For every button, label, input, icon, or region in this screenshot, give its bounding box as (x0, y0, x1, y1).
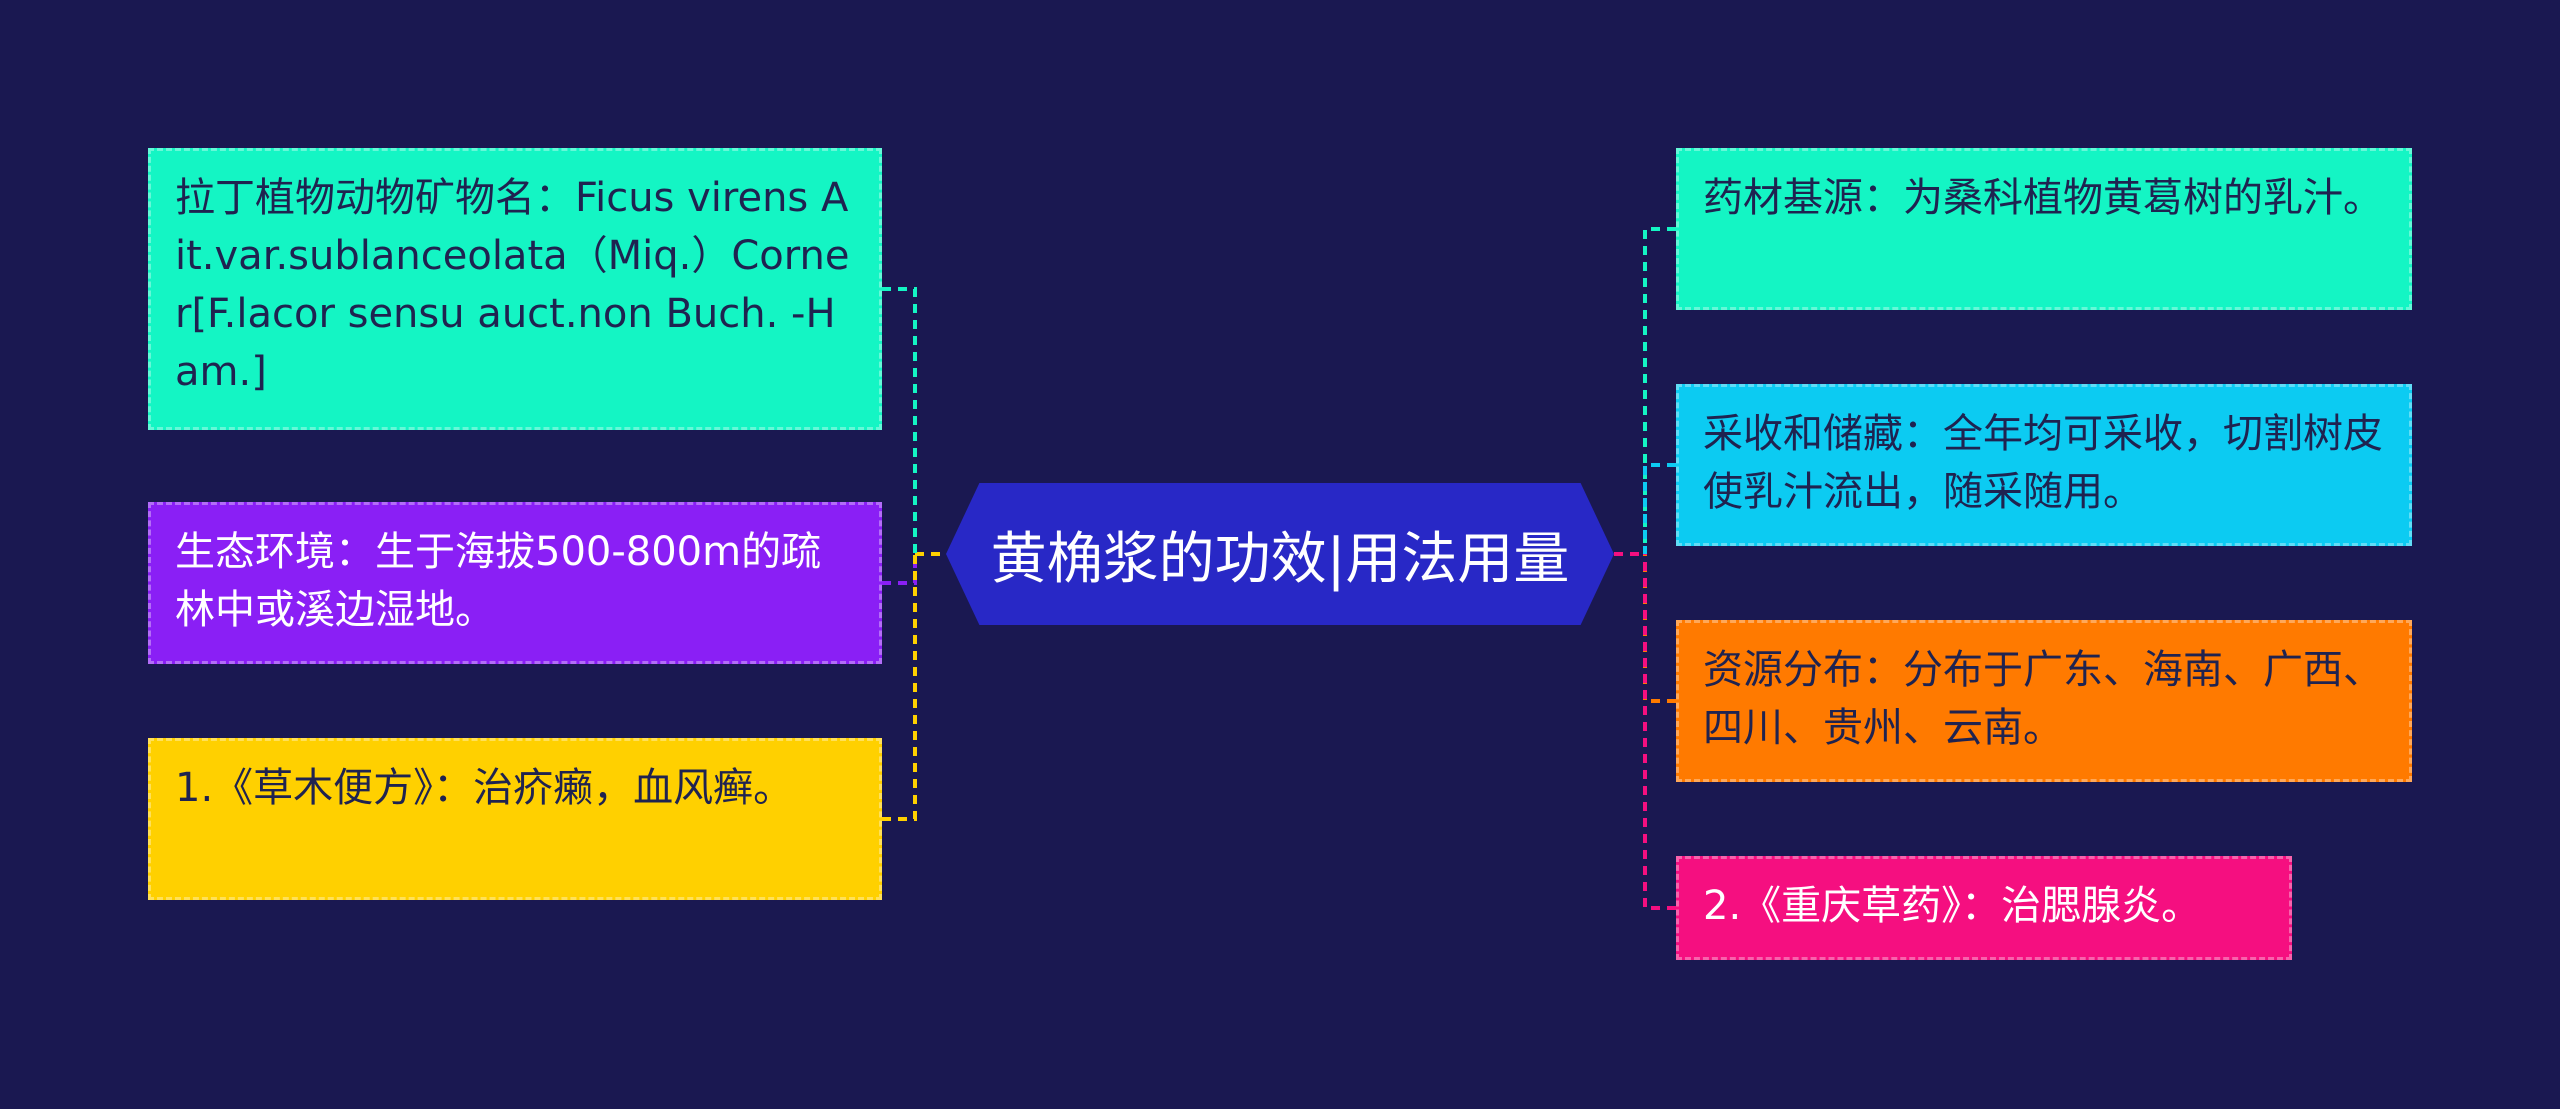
right-node-source[interactable]: 药材基源：为桑科植物黄葛树的乳汁。 (1676, 148, 2412, 310)
right-node-distribution-text: 资源分布：分布于广东、海南、广西、四川、贵州、云南。 (1703, 647, 2383, 751)
left-node-habitat-text: 生态环境：生于海拔500-800m的疏林中或溪边湿地。 (175, 529, 822, 633)
right-node-source-text: 药材基源：为桑科植物黄葛树的乳汁。 (1703, 175, 2383, 221)
connector-right-4 (1643, 554, 1676, 910)
left-node-remedy-1[interactable]: 1.《草木便方》：治疥癞，血风癣。 (148, 738, 882, 900)
left-node-latin-name[interactable]: 拉丁植物动物矿物名：Ficus virens Ait.var.sublanceo… (148, 148, 882, 430)
connector-left-2 (882, 554, 917, 585)
right-node-remedy-2-text: 2.《重庆草药》：治腮腺炎。 (1703, 883, 2202, 929)
connector-right-1 (1643, 227, 1676, 554)
left-node-remedy-1-text: 1.《草木便方》：治疥癞，血风癣。 (175, 765, 794, 811)
connector-right-3 (1643, 554, 1676, 703)
connector-left-3 (882, 554, 917, 821)
right-node-distribution[interactable]: 资源分布：分布于广东、海南、广西、四川、贵州、云南。 (1676, 620, 2412, 782)
connector-left-1 (882, 287, 917, 554)
right-node-remedy-2[interactable]: 2.《重庆草药》：治腮腺炎。 (1676, 856, 2292, 960)
central-topic[interactable]: 黄桷浆的功效|用法用量 (946, 483, 1614, 625)
left-node-habitat[interactable]: 生态环境：生于海拔500-800m的疏林中或溪边湿地。 (148, 502, 882, 664)
central-topic-label: 黄桷浆的功效|用法用量 (990, 526, 1570, 592)
right-node-harvest[interactable]: 采收和储藏：全年均可采收，切割树皮使乳汁流出，随采随用。 (1676, 384, 2412, 546)
connector-right-2 (1643, 463, 1676, 554)
right-node-harvest-text: 采收和储藏：全年均可采收，切割树皮使乳汁流出，随采随用。 (1703, 411, 2383, 515)
left-node-latin-name-text: 拉丁植物动物矿物名：Ficus virens Ait.var.sublanceo… (175, 175, 850, 395)
